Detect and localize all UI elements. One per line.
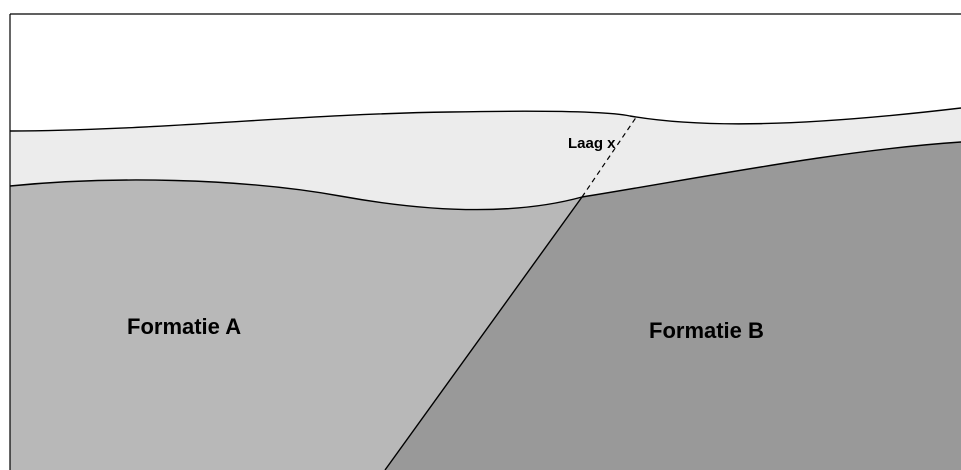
layer-x-base-line (9, 141, 961, 211)
formation-b-region (385, 142, 961, 470)
formation-b-label: Formatie B (649, 318, 764, 343)
layer-x-label: Laag x (568, 135, 616, 152)
fault-dashed-extension (581, 115, 638, 198)
formation-a-region (10, 180, 582, 470)
fault-line (384, 196, 583, 470)
surface-line (9, 107, 961, 132)
formation-a-label: Formatie A (127, 314, 241, 339)
